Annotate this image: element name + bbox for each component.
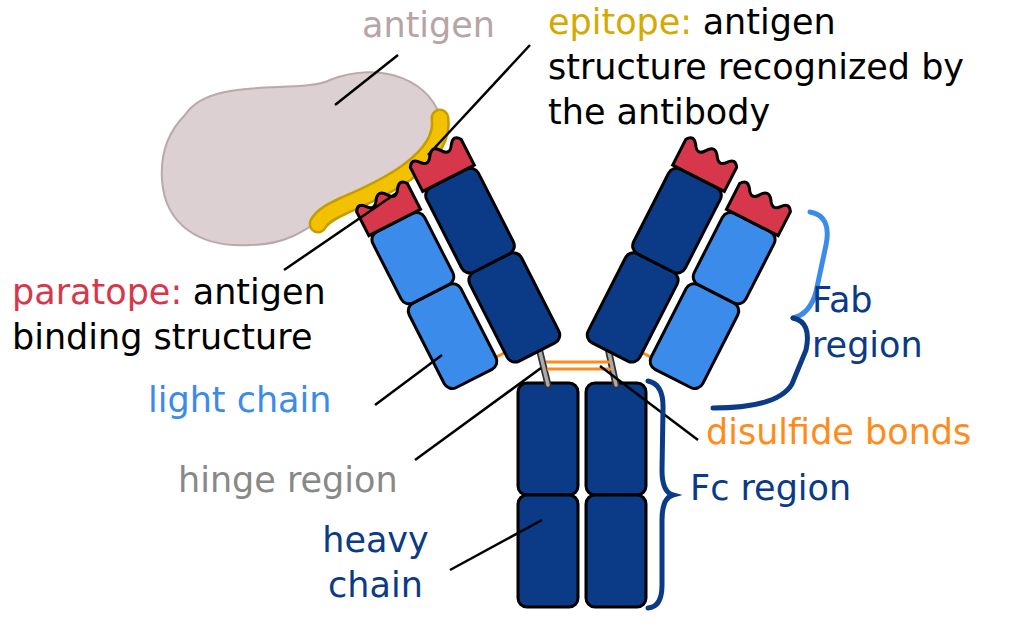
- region-bracket: [713, 318, 807, 408]
- leader-line: [428, 45, 530, 155]
- paratope-tip: [726, 180, 793, 236]
- label-group: paratope:antigen binding structure: [12, 270, 382, 360]
- leader-line: [335, 55, 398, 105]
- part-label: light chain: [148, 378, 408, 423]
- fab-arm: [584, 136, 800, 396]
- disulfide-bond: [546, 361, 610, 364]
- fab-arm: [347, 136, 563, 396]
- paratope-tip: [673, 136, 740, 192]
- paratope-tip: [408, 136, 475, 192]
- antigen-shape: [162, 72, 442, 245]
- paratope-term: paratope:: [12, 272, 182, 312]
- heavy-domain: [586, 495, 646, 607]
- region-label: Fc region: [690, 466, 910, 511]
- part-label: disulfide bonds: [706, 410, 1024, 455]
- leader-line: [375, 355, 442, 405]
- label-group: epitope:antigen structure recognized by …: [548, 0, 968, 135]
- epitope-term: epitope:: [548, 2, 692, 42]
- heavy-domain: [518, 495, 578, 607]
- paratope-tip: [354, 180, 421, 236]
- region-bracket: [648, 381, 673, 608]
- part-label: antigen: [362, 3, 562, 48]
- region-label: Fab region: [812, 278, 947, 368]
- leader-line: [450, 520, 542, 570]
- leader-line: [415, 368, 541, 460]
- leader-line: [600, 366, 698, 440]
- part-label: hinge region: [178, 458, 438, 503]
- hinge-line: [539, 348, 548, 385]
- heavy-domain: [586, 383, 646, 495]
- part-label: heavy chain: [308, 518, 443, 608]
- leader-line: [284, 192, 398, 270]
- heavy-domain: [518, 383, 578, 495]
- hinge-line: [539, 348, 548, 385]
